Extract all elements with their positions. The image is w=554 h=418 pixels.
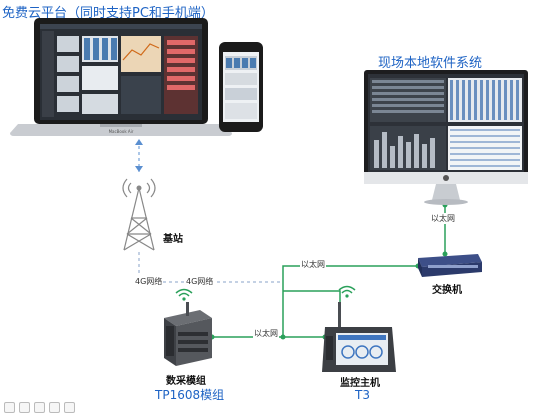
tower-label: 基站: [163, 234, 183, 245]
eth-bottom-label: 以太网: [253, 328, 279, 339]
slide-toolbar: [4, 402, 75, 413]
eth-top-label: 以太网: [300, 259, 326, 270]
local-software-title: 现场本地软件系统: [378, 56, 483, 71]
4g-network-label-b: 4G网络: [185, 276, 215, 287]
toolbar-button-3[interactable]: [34, 402, 45, 413]
phone-device: [219, 42, 263, 132]
ctrl-host-device: [322, 302, 396, 372]
ctrl-host-label: 监控主机: [340, 378, 380, 389]
acq-module-model: TP1608模组: [155, 388, 225, 402]
wifi-icon-ctrl: [338, 285, 356, 294]
eth-switch-monitor-label: 以太网: [430, 213, 456, 224]
4g-network-label-a: 4G网络: [134, 276, 164, 287]
laptop-brand-text: MacBook Air: [109, 129, 134, 134]
laptop-device: [10, 18, 232, 136]
acq-module-device: [164, 302, 212, 366]
acq-module-label: 数采模组: [166, 376, 206, 387]
toolbar-button-2[interactable]: [19, 402, 30, 413]
toolbar-button-4[interactable]: [49, 402, 60, 413]
network-switch: [418, 254, 482, 277]
wifi-icon-acq: [175, 288, 193, 297]
toolbar-button-5[interactable]: [64, 402, 75, 413]
toolbar-button-1[interactable]: [4, 402, 15, 413]
ctrl-host-model: T3: [355, 388, 370, 402]
cell-tower: [122, 178, 156, 251]
cloud-platform-title: 免费云平台（同时支持PC和手机端）: [2, 6, 214, 21]
monitor-device: [364, 70, 528, 205]
switch-label: 交换机: [432, 285, 462, 296]
eth-switch-hub: [282, 265, 418, 336]
